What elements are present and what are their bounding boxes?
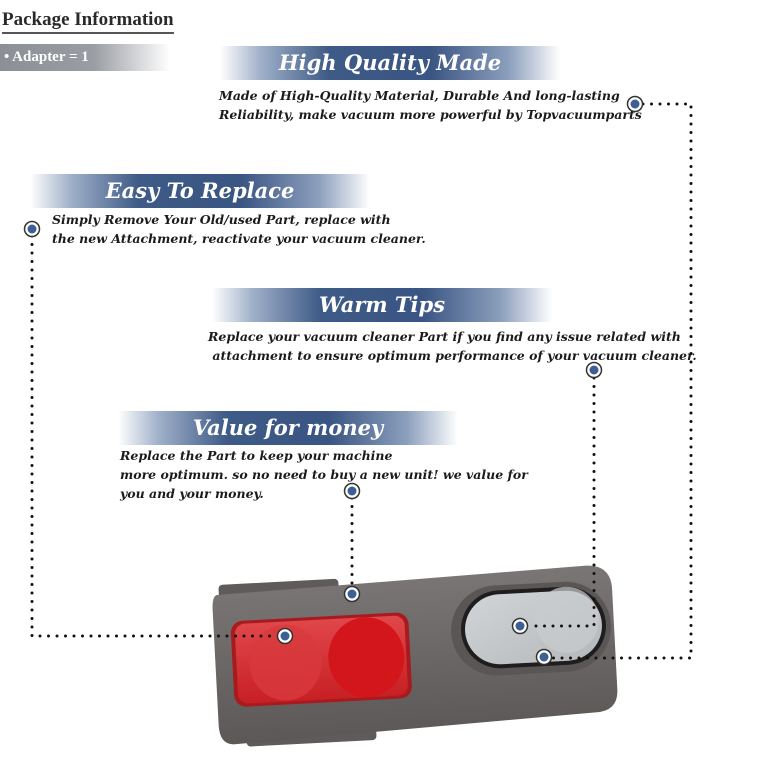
feature-desc-warm-tips: Replace your vacuum cleaner Part if you … [208,327,697,365]
adapter-body [212,565,618,747]
package-item-adapter: • Adapter = 1 [0,44,170,71]
marker-easy-replace-icon [23,220,41,238]
desc-line: Replace your vacuum cleaner Part if you … [208,329,681,344]
desc-line: attachment to ensure optimum performance… [208,348,697,363]
desc-line: more optimum. so no need to buy a new un… [120,467,528,482]
desc-line: Reliability, make vacuum more powerful b… [219,107,642,122]
desc-line: you and your money. [120,486,264,501]
desc-line: the new Attachment, reactivate your vacu… [52,231,426,246]
marker-value-money-icon [343,482,361,500]
feature-desc-easy-replace: Simply Remove Your Old/used Part, replac… [52,210,426,248]
desc-line: Replace the Part to keep your machine [120,448,393,463]
feature-banner-high-quality: High Quality Made [220,46,560,80]
connector-easy-replace [30,234,279,638]
desc-line: Simply Remove Your Old/used Part, replac… [52,212,391,227]
package-info-title: Package Information [2,9,174,34]
connector-lines [30,102,693,660]
marker-product-top-icon [343,585,361,603]
marker-gray-button-icon [511,617,529,635]
marker-warm-tips-icon [585,361,603,379]
feature-banner-value-money: Value for money [118,411,458,445]
feature-desc-high-quality: Made of High-Quality Material, Durable A… [219,86,642,124]
desc-line: Made of High-Quality Material, Durable A… [219,88,620,103]
connector-high-quality [550,102,693,660]
marker-high-quality-icon [626,95,644,113]
feature-banner-warm-tips: Warm Tips [212,288,552,322]
feature-desc-value-money: Replace the Part to keep your machine mo… [120,446,528,503]
connector-warm-tips [526,376,596,628]
marker-red-button-icon [276,627,294,645]
marker-gray-bottom-icon [535,648,553,666]
feature-banner-easy-replace: Easy To Replace [30,174,370,208]
markers [23,95,644,666]
